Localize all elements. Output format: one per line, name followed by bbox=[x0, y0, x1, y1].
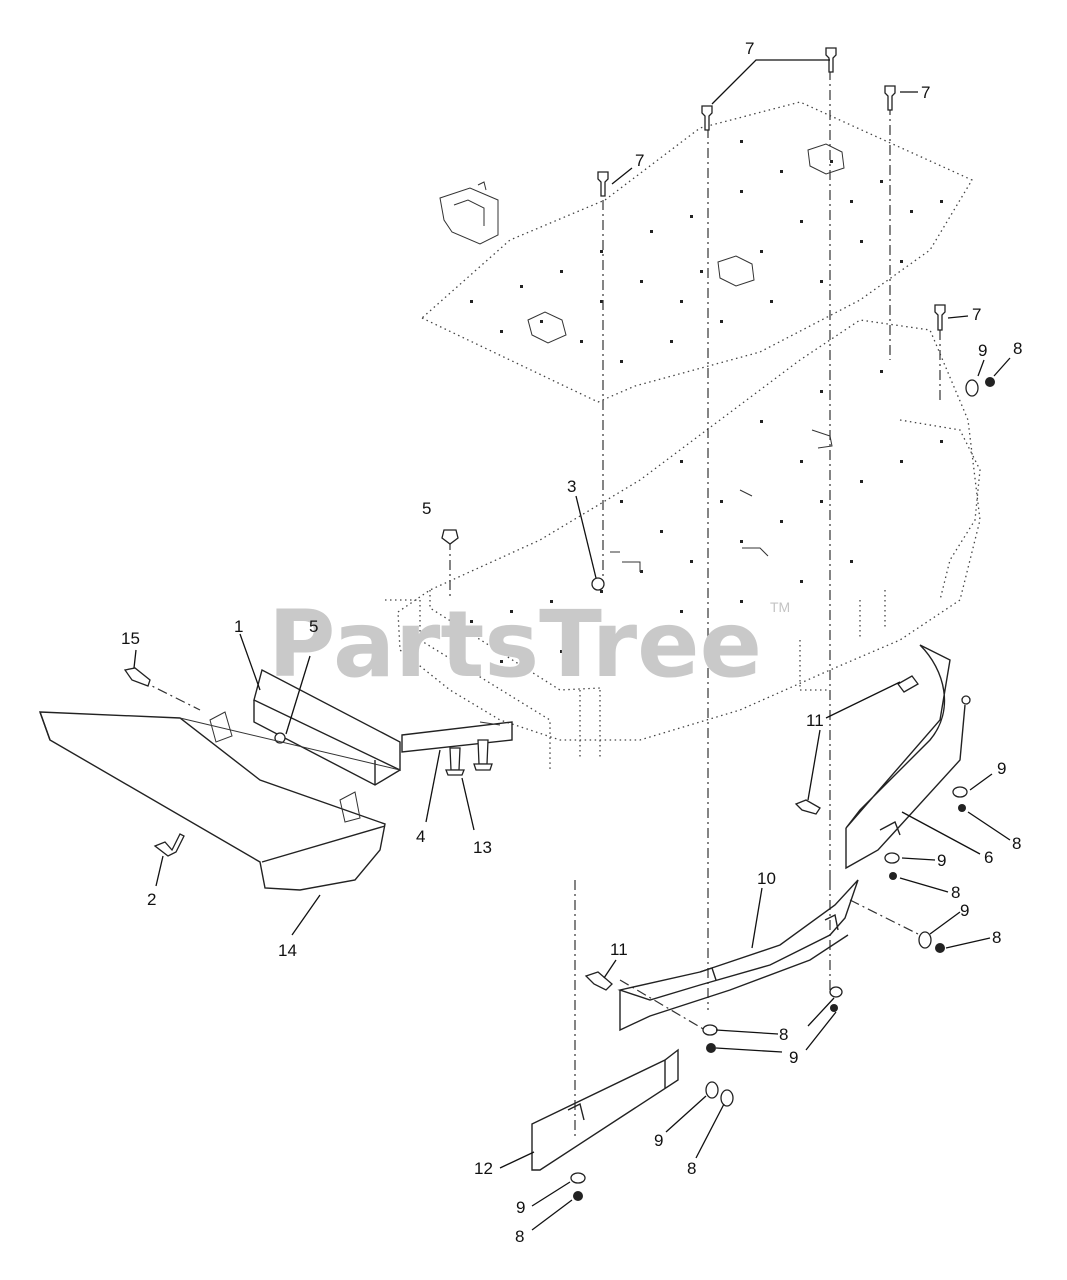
callout-7: 7 bbox=[972, 305, 981, 324]
callout-8: 8 bbox=[992, 928, 1001, 947]
callout-15: 15 bbox=[121, 629, 140, 648]
bolt-7-top bbox=[825, 47, 837, 73]
callout-14: 14 bbox=[278, 941, 297, 960]
callout-8: 8 bbox=[687, 1159, 696, 1178]
callout-8: 8 bbox=[1013, 339, 1022, 358]
callout-7: 7 bbox=[921, 83, 930, 102]
callout-9: 9 bbox=[937, 851, 946, 870]
small-bracket bbox=[439, 181, 499, 245]
washer-nut-upper-right bbox=[965, 377, 995, 397]
center-curved-bracket bbox=[617, 879, 859, 1032]
leader-lines bbox=[133, 59, 1011, 1231]
clamp-4 bbox=[401, 721, 513, 753]
watermark-trademark: TM bbox=[770, 599, 790, 615]
callout-labels: 7 7 7 7 9 8 3 5 15 1 5 4 13 2 14 11 9 8 … bbox=[121, 39, 1022, 1246]
bolt-7-mid bbox=[701, 105, 713, 131]
bolt-15 bbox=[123, 667, 151, 687]
bolt-7-left bbox=[597, 171, 609, 197]
watermark-text: PartsTree bbox=[268, 591, 762, 698]
bolt-11-mid bbox=[794, 799, 821, 815]
callout-5: 5 bbox=[309, 617, 318, 636]
bolt-2 bbox=[153, 833, 185, 857]
bolt-7-right bbox=[884, 85, 896, 111]
callout-8: 8 bbox=[951, 883, 960, 902]
lower-bracket bbox=[531, 1048, 679, 1171]
callout-8: 8 bbox=[779, 1025, 788, 1044]
callout-10: 10 bbox=[757, 869, 776, 888]
deflector-bracket bbox=[253, 668, 401, 786]
bolt-11-lower bbox=[584, 971, 613, 991]
callout-9: 9 bbox=[516, 1198, 525, 1217]
upper-deck-plate bbox=[420, 101, 973, 403]
nut-3 bbox=[591, 577, 605, 591]
callout-7: 7 bbox=[745, 39, 754, 58]
callout-9: 9 bbox=[654, 1131, 663, 1150]
callout-8: 8 bbox=[1012, 834, 1021, 853]
callout-12: 12 bbox=[474, 1159, 493, 1178]
nut-5-top bbox=[441, 529, 459, 545]
callout-11: 11 bbox=[806, 711, 824, 730]
bolt-11-upper bbox=[897, 675, 919, 693]
washers-nuts-right bbox=[884, 786, 968, 953]
callout-3: 3 bbox=[567, 477, 576, 496]
right-curved-bracket bbox=[845, 644, 971, 870]
callout-6: 6 bbox=[984, 848, 993, 867]
callout-9: 9 bbox=[960, 901, 969, 920]
callout-7: 7 bbox=[635, 151, 644, 170]
washers-nuts-center bbox=[702, 986, 843, 1053]
discharge-chute bbox=[38, 711, 401, 891]
callout-8: 8 bbox=[515, 1227, 524, 1246]
callout-11: 11 bbox=[610, 940, 628, 959]
callout-9: 9 bbox=[978, 341, 987, 360]
callout-9: 9 bbox=[997, 759, 1006, 778]
callout-4: 4 bbox=[416, 827, 425, 846]
washers-nuts-lower bbox=[570, 1081, 734, 1201]
lower-deck-body bbox=[385, 319, 981, 770]
bolts-13 bbox=[445, 739, 493, 776]
callout-5: 5 bbox=[422, 499, 431, 518]
callout-1: 1 bbox=[234, 617, 243, 636]
partstree-watermark: PartsTree TM bbox=[268, 591, 790, 698]
callout-13: 13 bbox=[473, 838, 492, 857]
bolt-7-far-right bbox=[934, 304, 946, 331]
callout-2: 2 bbox=[147, 890, 156, 909]
callout-9: 9 bbox=[789, 1048, 798, 1067]
